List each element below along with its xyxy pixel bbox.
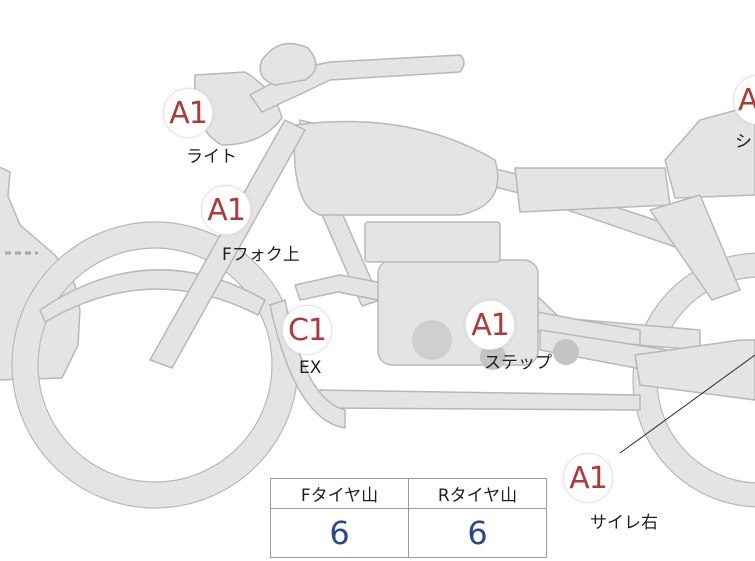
- engine-cover: [412, 320, 452, 360]
- pointer-line: [619, 354, 755, 454]
- side-cover: [514, 167, 671, 213]
- exhaust-lower: [317, 389, 641, 411]
- label-front-fork-top: Fフォク上: [222, 245, 300, 265]
- marker-front-fork-top: A1: [201, 185, 251, 235]
- label-step: ステップ: [484, 353, 552, 373]
- fuel-tank: [293, 120, 499, 216]
- step-peg-right: [553, 339, 579, 365]
- marker-silencer-right: A1: [563, 453, 613, 503]
- marker-exhaust: C1: [282, 305, 332, 355]
- front-tire-tread-header: Fタイヤ山: [270, 478, 409, 509]
- silencer: [634, 339, 755, 401]
- label-exhaust: EX: [299, 358, 322, 378]
- rear-shock: [649, 194, 741, 301]
- front-tire-tread-value: 6: [270, 508, 409, 558]
- tire-tread-table: Fタイヤ山 Rタイヤ山 6 6: [270, 478, 547, 558]
- label-silencer-right: サイレ右: [590, 513, 658, 533]
- rear-tire-tread-value: 6: [408, 508, 547, 558]
- seat: [664, 104, 755, 199]
- label-seat: シ: [735, 132, 752, 152]
- label-light: ライト: [186, 147, 237, 167]
- rear-tire-tread-header: Rタイヤ山: [408, 478, 547, 509]
- step-peg-left: [480, 344, 506, 370]
- marker-step: A1: [465, 300, 515, 350]
- engine-head: [364, 221, 501, 263]
- mirror: [259, 42, 317, 86]
- marker-light: A1: [163, 88, 213, 138]
